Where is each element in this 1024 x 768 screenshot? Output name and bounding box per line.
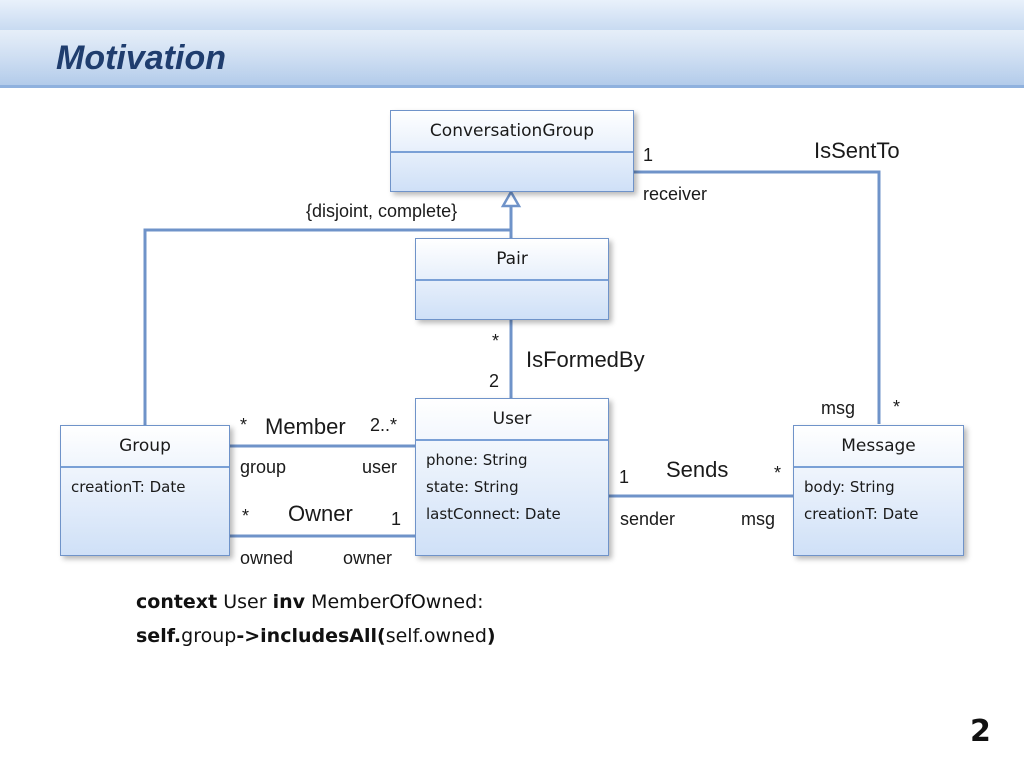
assoc-issentto-mult-group: 1 bbox=[643, 145, 654, 165]
assoc-isformedby-name: IsFormedBy bbox=[526, 347, 645, 372]
ocl-invariant-name: MemberOfOwned: bbox=[311, 591, 484, 613]
ocl-expression-line: self.group->includesAll(self.owned) bbox=[136, 620, 496, 652]
ocl-context-line: context User inv MemberOfOwned: bbox=[136, 586, 484, 618]
class-group-attributes: creationT: Date bbox=[61, 468, 229, 507]
class-message-attribute: body: String bbox=[804, 478, 895, 496]
assoc-owner-role-owned: owned bbox=[240, 548, 294, 568]
assoc-issentto-role-receiver: receiver bbox=[643, 184, 708, 204]
class-user-attribute: lastConnect: Date bbox=[426, 505, 561, 523]
class-conversationgroup-name: ConversationGroup bbox=[391, 111, 633, 153]
assoc-owner-mult-user: 1 bbox=[391, 509, 402, 529]
class-message-attribute: creationT: Date bbox=[804, 505, 919, 523]
generalization-line-group bbox=[143, 228, 511, 425]
slide-header bbox=[0, 0, 1024, 88]
assoc-issentto-mult-msg: * bbox=[893, 397, 901, 417]
ocl-keyword-context: context bbox=[136, 591, 218, 613]
ocl-nav-group: group bbox=[181, 625, 237, 647]
assoc-issentto-name: IsSentTo bbox=[814, 138, 900, 163]
class-message: Message body: String creationT: Date bbox=[793, 425, 964, 556]
generalization-constraint: {disjoint, complete} bbox=[306, 201, 458, 221]
assoc-member-mult-user: 2..* bbox=[370, 415, 398, 435]
class-pair-name: Pair bbox=[416, 239, 608, 281]
assoc-isformedby-mult-user: 2 bbox=[489, 371, 500, 391]
slide-title: Motivation bbox=[56, 39, 226, 77]
assoc-member-name: Member bbox=[265, 414, 346, 439]
assoc-isformedby-mult-pair: * bbox=[492, 331, 500, 351]
ocl-close-paren: ) bbox=[486, 625, 496, 647]
assoc-issentto-line bbox=[634, 170, 881, 424]
header-rule bbox=[0, 85, 1024, 88]
generalization-arrowhead bbox=[500, 189, 522, 208]
ocl-self-plain: self. bbox=[385, 625, 424, 647]
class-user-attribute: state: String bbox=[426, 478, 519, 496]
assoc-member-role-user: user bbox=[362, 457, 398, 477]
assoc-issentto-role-msg: msg bbox=[821, 398, 856, 418]
class-group: Group creationT: Date bbox=[60, 425, 230, 556]
class-message-attributes: body: String creationT: Date bbox=[794, 468, 963, 534]
assoc-owner-name: Owner bbox=[288, 501, 353, 526]
class-user-name: User bbox=[416, 399, 608, 441]
class-conversationgroup: ConversationGroup bbox=[390, 110, 634, 192]
assoc-sends-role-msg: msg bbox=[741, 509, 776, 529]
class-group-name: Group bbox=[61, 426, 229, 468]
ocl-keyword-inv: inv bbox=[272, 591, 305, 613]
assoc-owner-role-owner: owner bbox=[343, 548, 393, 568]
class-group-attribute: creationT: Date bbox=[71, 478, 186, 496]
assoc-owner-mult-group: * bbox=[242, 506, 250, 526]
page-number: 2 bbox=[970, 714, 991, 749]
ocl-self: self. bbox=[136, 625, 182, 647]
ocl-nav-owned: owned bbox=[423, 625, 487, 647]
assoc-sends-name: Sends bbox=[666, 457, 729, 482]
assoc-sends-role-sender: sender bbox=[620, 509, 676, 529]
class-message-name: Message bbox=[794, 426, 963, 468]
class-user-attribute: phone: String bbox=[426, 451, 528, 469]
ocl-operation: ->includesAll( bbox=[236, 625, 386, 647]
assoc-member-mult-group: * bbox=[240, 415, 248, 435]
ocl-context-type: User bbox=[223, 591, 267, 613]
class-user: User phone: String state: String lastCon… bbox=[415, 398, 609, 556]
assoc-sends-mult-msg: * bbox=[774, 463, 782, 483]
class-pair: Pair bbox=[415, 238, 609, 320]
header-swoosh bbox=[0, 30, 1024, 88]
assoc-member-role-group: group bbox=[240, 457, 287, 477]
assoc-sends-mult-user: 1 bbox=[619, 467, 630, 487]
class-user-attributes: phone: String state: String lastConnect:… bbox=[416, 441, 608, 534]
